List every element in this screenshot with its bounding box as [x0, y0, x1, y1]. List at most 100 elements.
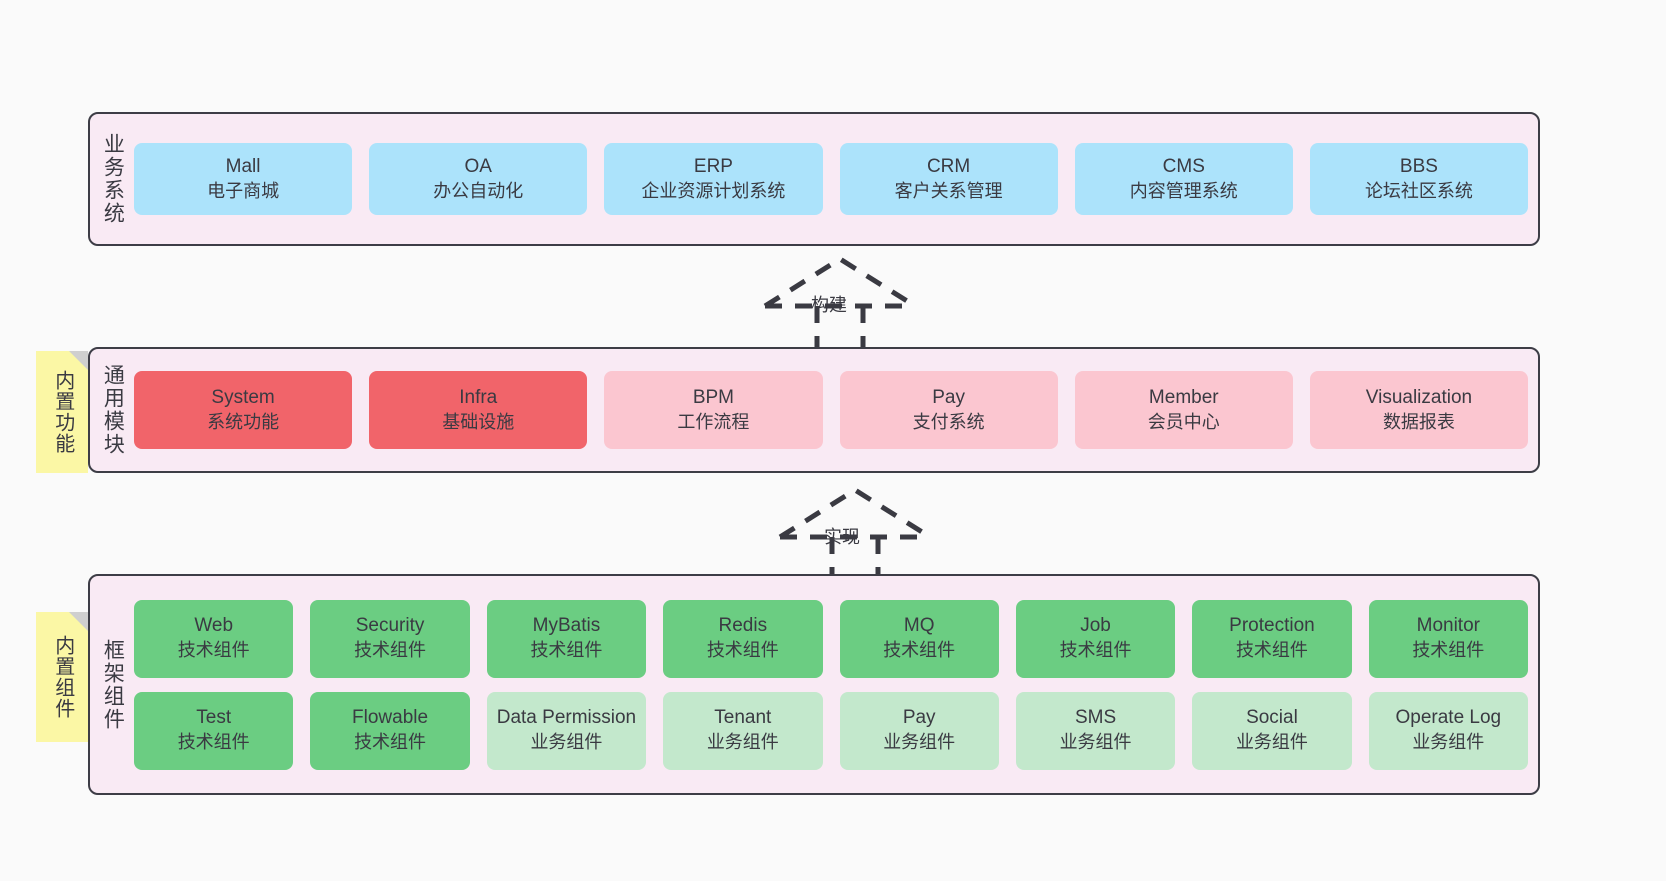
node-bbs[interactable]: BBS 论坛社区系统 [1309, 143, 1529, 215]
node-pay-business[interactable]: Pay 业务组件 [839, 691, 999, 770]
node-system[interactable]: System 系统功能 [134, 371, 353, 449]
dashed-hollow-arrow-icon [778, 487, 932, 580]
layer-framework-component: 框架组件 Web 技术组件 Security 技术组件 MyBatis 技术组件… [88, 574, 1540, 795]
note-builtin-function: 内置功能 [36, 351, 88, 473]
node-operate-log[interactable]: Operate Log 业务组件 [1368, 691, 1528, 770]
node-en-label: Data Permission [496, 707, 637, 729]
node-en-label: Security [355, 615, 425, 637]
node-pay[interactable]: Pay 支付系统 [839, 371, 1058, 449]
node-erp[interactable]: ERP 企业资源计划系统 [604, 143, 823, 215]
node-cn-label: 基础设施 [442, 411, 515, 432]
layer-common-module: 通用模块 System 系统功能 Infra 基础设施 BPM 工作流程 Pay… [88, 347, 1540, 473]
node-cn-label: 技术组件 [354, 732, 427, 753]
node-mall[interactable]: Mall 电子商城 [134, 143, 353, 215]
layer-title-framework-component: 框架组件 [101, 638, 125, 731]
layer-title-business-system: 业务系统 [101, 133, 125, 225]
node-cn-label: 技术组件 [1412, 640, 1485, 661]
node-cn-label: 数据报表 [1382, 411, 1455, 432]
node-en-label: Mall [225, 155, 261, 177]
node-en-label: Test [196, 707, 232, 729]
node-cn-label: 技术组件 [530, 640, 603, 661]
node-protection[interactable]: Protection 技术组件 [1192, 599, 1352, 678]
node-cn-label: 系统功能 [207, 411, 280, 432]
node-cn-label: 企业资源计划系统 [641, 180, 786, 201]
node-en-label: Monitor [1416, 615, 1480, 637]
node-en-label: Job [1080, 615, 1111, 637]
node-cn-label: 技术组件 [1235, 640, 1308, 661]
node-en-label: Member [1148, 386, 1219, 408]
node-en-label: Pay [902, 707, 936, 729]
layer-business-system: 业务系统 Mall 电子商城 OA 办公自动化 ERP 企业资源计划系统 CRM… [88, 112, 1540, 246]
layer-title-common-module: 通用模块 [101, 364, 125, 456]
node-job[interactable]: Job 技术组件 [1015, 599, 1176, 678]
node-en-label: Tenant [714, 707, 772, 729]
node-en-label: BBS [1399, 155, 1438, 177]
node-mybatis[interactable]: MyBatis 技术组件 [486, 599, 647, 678]
node-en-label: Pay [932, 386, 965, 408]
arrow-implement: 实现 [760, 485, 950, 580]
node-cn-label: 业务组件 [1412, 732, 1485, 753]
node-en-label: Web [194, 615, 234, 637]
node-cn-label: 技术组件 [1059, 640, 1132, 661]
node-en-label: CRM [926, 155, 971, 177]
node-en-label: ERP [693, 155, 733, 177]
node-web[interactable]: Web 技术组件 [134, 599, 294, 678]
node-row: Web 技术组件 Security 技术组件 MyBatis 技术组件 Redi… [134, 599, 1528, 678]
note-label: 内置功能 [51, 370, 74, 454]
node-row: Mall 电子商城 OA 办公自动化 ERP 企业资源计划系统 CRM 客户关系… [134, 143, 1529, 215]
node-oa[interactable]: OA 办公自动化 [369, 143, 588, 215]
node-cn-label: 业务组件 [530, 732, 603, 753]
node-en-label: Protection [1229, 615, 1315, 637]
node-cn-label: 业务组件 [1059, 732, 1132, 753]
node-row: System 系统功能 Infra 基础设施 BPM 工作流程 Pay 支付系统… [134, 371, 1529, 449]
layer-body-framework-component: Web 技术组件 Security 技术组件 MyBatis 技术组件 Redi… [134, 576, 1538, 793]
node-member[interactable]: Member 会员中心 [1074, 371, 1293, 449]
arrow-label-implement: 实现 [824, 527, 860, 547]
node-en-label: Social [1246, 707, 1298, 729]
node-cn-label: 技术组件 [883, 640, 956, 661]
node-cms[interactable]: CMS 内容管理系统 [1074, 143, 1293, 215]
node-flowable[interactable]: Flowable 技术组件 [310, 691, 470, 770]
layer-body-common-module: System 系统功能 Infra 基础设施 BPM 工作流程 Pay 支付系统… [134, 349, 1538, 471]
node-en-label: MQ [903, 615, 935, 637]
node-mq[interactable]: MQ 技术组件 [839, 599, 999, 678]
node-data-permission[interactable]: Data Permission 业务组件 [486, 691, 647, 770]
note-label: 内置组件 [51, 635, 74, 719]
node-tenant[interactable]: Tenant 业务组件 [663, 691, 823, 770]
node-cn-label: 办公自动化 [433, 180, 524, 201]
node-social[interactable]: Social 业务组件 [1192, 691, 1352, 770]
arrow-label-build: 构建 [811, 295, 847, 315]
note-builtin-component: 内置组件 [36, 612, 88, 742]
node-infra[interactable]: Infra 基础设施 [369, 371, 588, 449]
node-en-label: MyBatis [532, 615, 601, 637]
dashed-hollow-arrow-icon [763, 256, 917, 349]
node-cn-label: 论坛社区系统 [1364, 180, 1473, 201]
node-en-label: SMS [1074, 707, 1117, 729]
node-en-label: Visualization [1365, 386, 1473, 408]
node-sms[interactable]: SMS 业务组件 [1015, 691, 1176, 770]
node-en-label: BPM [692, 386, 735, 408]
node-cn-label: 会员中心 [1147, 411, 1220, 432]
note-fold-corner-icon [69, 351, 88, 370]
node-en-label: Operate Log [1395, 707, 1502, 729]
node-en-label: System [211, 386, 275, 408]
node-visualization[interactable]: Visualization 数据报表 [1309, 371, 1529, 449]
node-cn-label: 技术组件 [177, 640, 250, 661]
node-security[interactable]: Security 技术组件 [310, 599, 470, 678]
node-crm[interactable]: CRM 客户关系管理 [839, 143, 1058, 215]
node-test[interactable]: Test 技术组件 [134, 691, 294, 770]
node-row: Test 技术组件 Flowable 技术组件 Data Permission … [134, 691, 1528, 770]
node-cn-label: 技术组件 [706, 640, 779, 661]
node-cn-label: 内容管理系统 [1129, 180, 1238, 201]
node-bpm[interactable]: BPM 工作流程 [604, 371, 823, 449]
node-en-label: Redis [718, 615, 768, 637]
node-redis[interactable]: Redis 技术组件 [663, 599, 823, 678]
node-cn-label: 业务组件 [1235, 732, 1308, 753]
arrow-build: 构建 [745, 254, 935, 349]
node-monitor[interactable]: Monitor 技术组件 [1368, 599, 1528, 678]
node-cn-label: 业务组件 [883, 732, 956, 753]
node-en-label: Flowable [352, 707, 429, 729]
node-en-label: Infra [459, 386, 498, 408]
node-cn-label: 技术组件 [177, 732, 250, 753]
